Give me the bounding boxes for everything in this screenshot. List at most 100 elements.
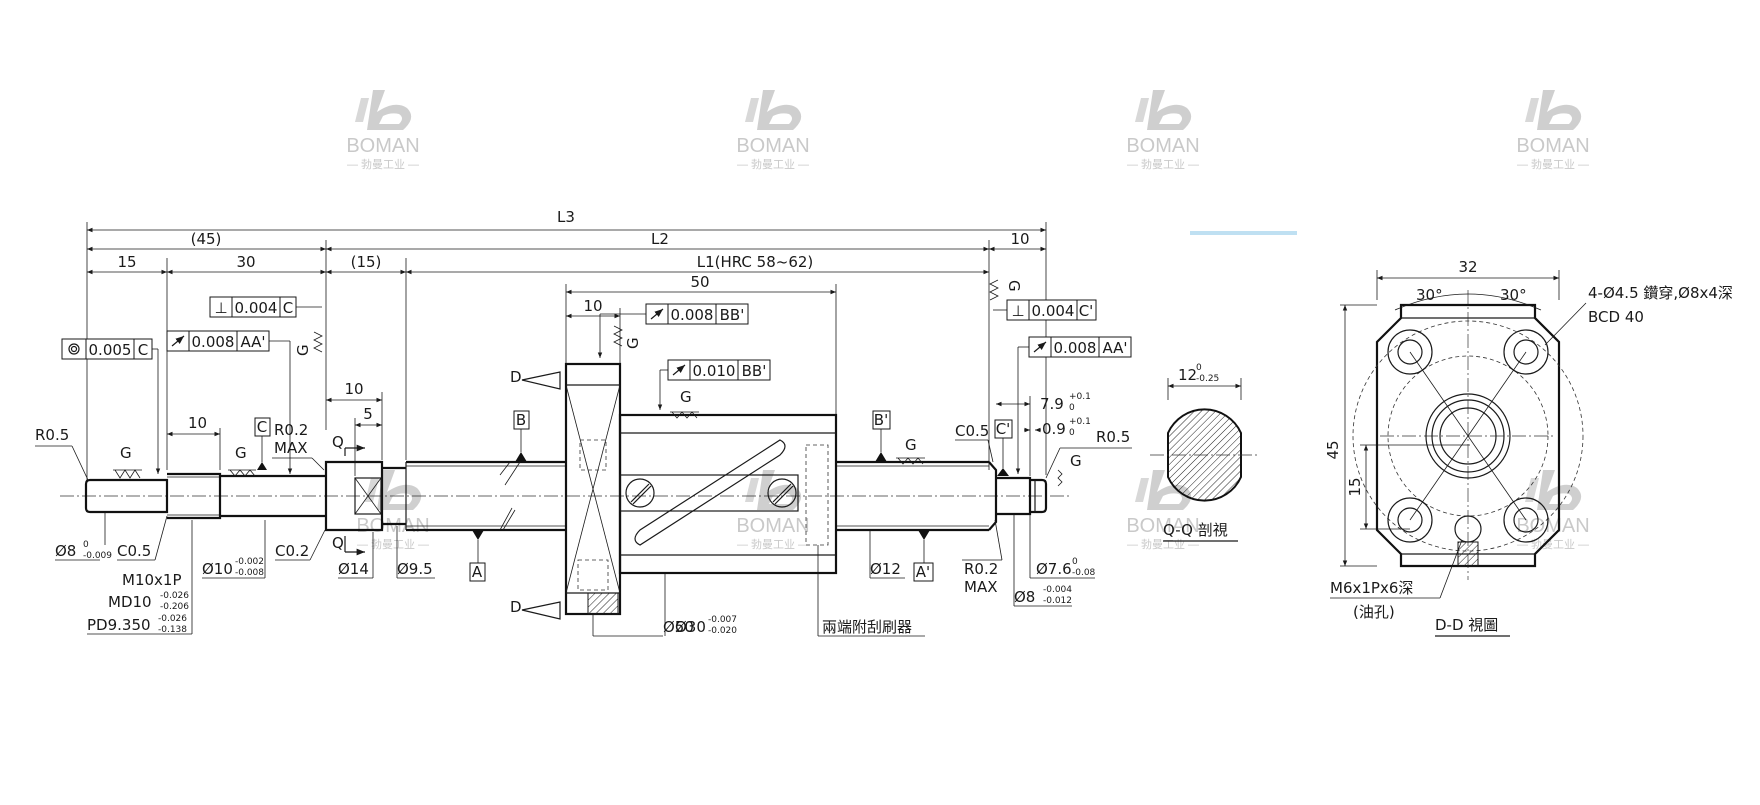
dim-0-9-tol1: +0.1 (1069, 417, 1091, 427)
watermark-brand: BOMAN (1516, 135, 1589, 157)
perpendicularity-icon-right: ⊥ (1011, 302, 1024, 320)
watermark-subtitle: — 勃曼工业 — (737, 158, 809, 171)
label-G-right-end: G (1005, 280, 1023, 292)
label-R02-right: R0.2 (964, 560, 998, 578)
section-D-top: D (510, 368, 522, 386)
label-PD-tol1: -0.026 (158, 614, 187, 624)
datum-A: A (472, 563, 483, 581)
qq-tol1: 0 (1196, 363, 1202, 373)
dd-width: 32 (1458, 258, 1477, 276)
right-annotations: G ⊥ 0.004 C' 0.008 AA' 7.9 +0.1 0 0.9 +0… (955, 279, 1132, 607)
datum-B: B (516, 411, 526, 429)
dim-5: 5 (363, 405, 373, 423)
watermark-brand: BOMAN (1516, 515, 1589, 537)
watermark-logo (1525, 470, 1582, 510)
watermark-subtitle: — 勃曼工业 — (1517, 538, 1589, 551)
watermark-logo (1525, 90, 1582, 130)
label-C05-left: C0.5 (117, 542, 151, 560)
watermark-group: BOMAN — 勃曼工业 — BOMAN — 勃曼工业 — BOMAN — 勃曼… (346, 90, 1590, 551)
label-G-flange: G (624, 337, 642, 349)
gdt-f4-ref: BB' (720, 306, 745, 324)
label-MD10: MD10 (108, 593, 152, 611)
dim-phi10: Ø10 (202, 560, 233, 578)
dim-phi76: Ø7.6 (1036, 560, 1072, 578)
left-annotations: R0.5 G 0.005 C ⊥ 0.004 C 0.008 AA' G 10 (35, 296, 435, 635)
dim-phi8-right-tol1: -0.004 (1043, 585, 1072, 595)
dd-oil: M6x1Px6深 (1330, 579, 1413, 597)
middle-annotations: B A D D 0.008 BB' G 0.010 BB' G Ø50 (469, 303, 934, 637)
dim-phi76-tol1: 0 (1072, 557, 1078, 567)
label-G-right: G (905, 436, 917, 454)
label-G2: G (235, 444, 247, 462)
dim-0-9: 0.9 (1042, 420, 1066, 438)
dd-oil-note: (油孔) (1353, 603, 1395, 621)
gdt-f3-tol: 0.008 (192, 333, 235, 351)
watermark-brand: BOMAN (736, 135, 809, 157)
dim-phi8-right: Ø8 (1014, 588, 1035, 606)
datum-Ap: A' (916, 563, 930, 581)
dim-phi76-tol2: -0.08 (1072, 568, 1096, 578)
dim-7-9-tol2: 0 (1069, 403, 1075, 413)
watermark-subtitle: — 勃曼工业 — (737, 538, 809, 551)
dim-phi30: Ø30 (675, 618, 706, 636)
gdt-f7-tol: 0.008 (1054, 339, 1097, 357)
label-G-vert: G (294, 344, 312, 356)
label-G-end: G (1070, 452, 1082, 470)
dd-holes: 4-Ø4.5 鑽穿,Ø8x4深 (1588, 284, 1733, 302)
label-R05-left: R0.5 (35, 426, 69, 444)
label-R02-left: R0.2 (274, 421, 308, 439)
datum-Bp: B' (874, 411, 888, 429)
gdt-f6-ref: C' (1079, 302, 1094, 320)
gdt-f1-ref: C (138, 341, 148, 359)
dim-L1: L1(HRC 58~62) (697, 253, 814, 271)
dim-7-9: 7.9 (1040, 395, 1064, 413)
gdt-f2-tol: 0.004 (235, 299, 278, 317)
watermark-brand: BOMAN (1126, 135, 1199, 157)
qq-title: Q-Q 剖視 (1163, 521, 1228, 539)
watermark-logo (745, 90, 802, 130)
dim-phi8-tol2: -0.009 (83, 551, 112, 561)
dim-phi14: Ø14 (338, 560, 369, 578)
dim-phi30-tol1: -0.007 (708, 615, 737, 625)
qq-tol2: -0.25 (1196, 374, 1219, 384)
label-M10: M10x1P (122, 571, 182, 589)
dim-phi30-tol2: -0.020 (708, 626, 737, 636)
gdt-f7-ref: AA' (1102, 339, 1127, 357)
dim-phi95: Ø9.5 (397, 560, 433, 578)
dd-15: 15 (1346, 477, 1364, 496)
section-dd-view: 32 45 15 30° 30° 4-Ø4.5 鑽穿,Ø8x4深 BCD 40 (1324, 258, 1733, 637)
section-qq-view: 12 0 -0.25 Q-Q 剖視 (1150, 363, 1260, 542)
watermark-subtitle: — 勃曼工业 — (1517, 158, 1589, 171)
label-wiper: 兩端附刮刷器 (822, 618, 912, 636)
label-G: G (120, 444, 132, 462)
label-PD: PD9.350 (87, 616, 151, 634)
dim-10-thread: 10 (188, 414, 207, 432)
watermark-brand: BOMAN (1126, 515, 1199, 537)
top-dimensions: L3 (45) L2 10 15 30 (15) L1(HRC 58~62) 5… (86, 208, 1047, 480)
label-MD10-tol2: -0.206 (160, 602, 189, 612)
dim-L2: L2 (651, 230, 669, 248)
gdt-f6-tol: 0.004 (1032, 302, 1075, 320)
gdt-f1-tol: 0.005 (89, 341, 132, 359)
dd-title: D-D 視圖 (1435, 616, 1498, 634)
label-R05-right: R0.5 (1096, 428, 1130, 446)
dim-phi12: Ø12 (870, 560, 901, 578)
dim-45: (45) (191, 230, 222, 248)
dim-0-9-tol2: 0 (1069, 428, 1075, 438)
qq-width: 12 (1178, 366, 1197, 384)
label-MD10-tol1: -0.026 (160, 591, 189, 601)
dim-7-9-tol1: +0.1 (1069, 392, 1091, 402)
label-C05-right: C0.5 (955, 422, 989, 440)
label-G-nut: G (680, 388, 692, 406)
ball-screw-shaft (60, 460, 1070, 532)
dim-15: 15 (117, 253, 136, 271)
watermark-brand: BOMAN (346, 135, 419, 157)
watermark-brand: BOMAN (736, 515, 809, 537)
label-PD-tol2: -0.138 (158, 625, 187, 635)
dd-angle-left: 30° (1416, 286, 1443, 304)
watermark-subtitle: — 勃曼工业 — (357, 538, 429, 551)
section-D-bottom: D (510, 598, 522, 616)
dd-bcd: BCD 40 (1588, 308, 1644, 326)
